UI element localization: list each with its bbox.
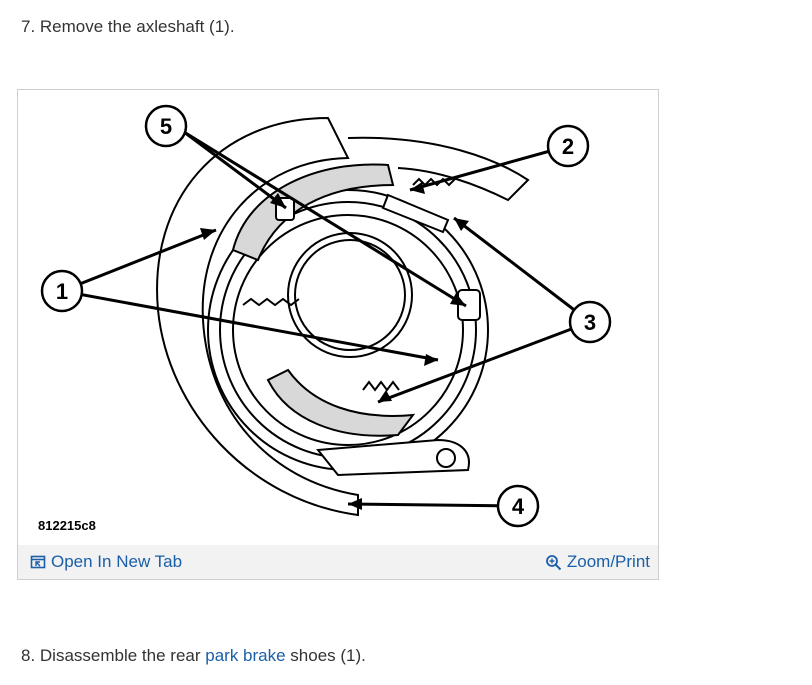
callout-1-label: 1: [56, 279, 68, 304]
figure-card: 5 2 3 1 4 812215c8 Open In New Tab: [17, 89, 659, 580]
park-brake-link[interactable]: park brake: [205, 646, 286, 665]
step-7-text: 7. Remove the axleshaft (1).: [21, 17, 235, 36]
callout-4-circle: [496, 484, 540, 528]
step-8-text: 8. Disassemble the rear park brake shoes…: [21, 646, 366, 666]
callout-3-circle: [568, 300, 612, 344]
callout-4-label: 4: [512, 494, 525, 519]
figure-code: 812215c8: [38, 518, 96, 533]
magnifier-icon: [545, 554, 562, 571]
open-in-new-tab-button[interactable]: Open In New Tab: [30, 552, 182, 572]
open-in-new-tab-label: Open In New Tab: [51, 552, 183, 571]
step-8-suffix: shoes (1).: [285, 646, 366, 665]
figure-toolbar: Open In New Tab Zoom/Print: [18, 545, 658, 579]
callout-1-circle: [40, 269, 84, 313]
open-new-tab-icon: [30, 554, 46, 570]
zoom-print-button[interactable]: Zoom/Print: [545, 552, 650, 572]
callout-3-label: 3: [584, 310, 596, 335]
callout-5-circle: [144, 104, 188, 148]
brake-diagram: 5 2 3 1 4: [40, 104, 612, 528]
callout-2-circle: [546, 124, 590, 168]
step-8-prefix: 8. Disassemble the rear: [21, 646, 206, 665]
zoom-print-label: Zoom/Print: [566, 552, 650, 571]
callout-2-label: 2: [562, 134, 574, 159]
callout-5-label: 5: [160, 114, 172, 139]
